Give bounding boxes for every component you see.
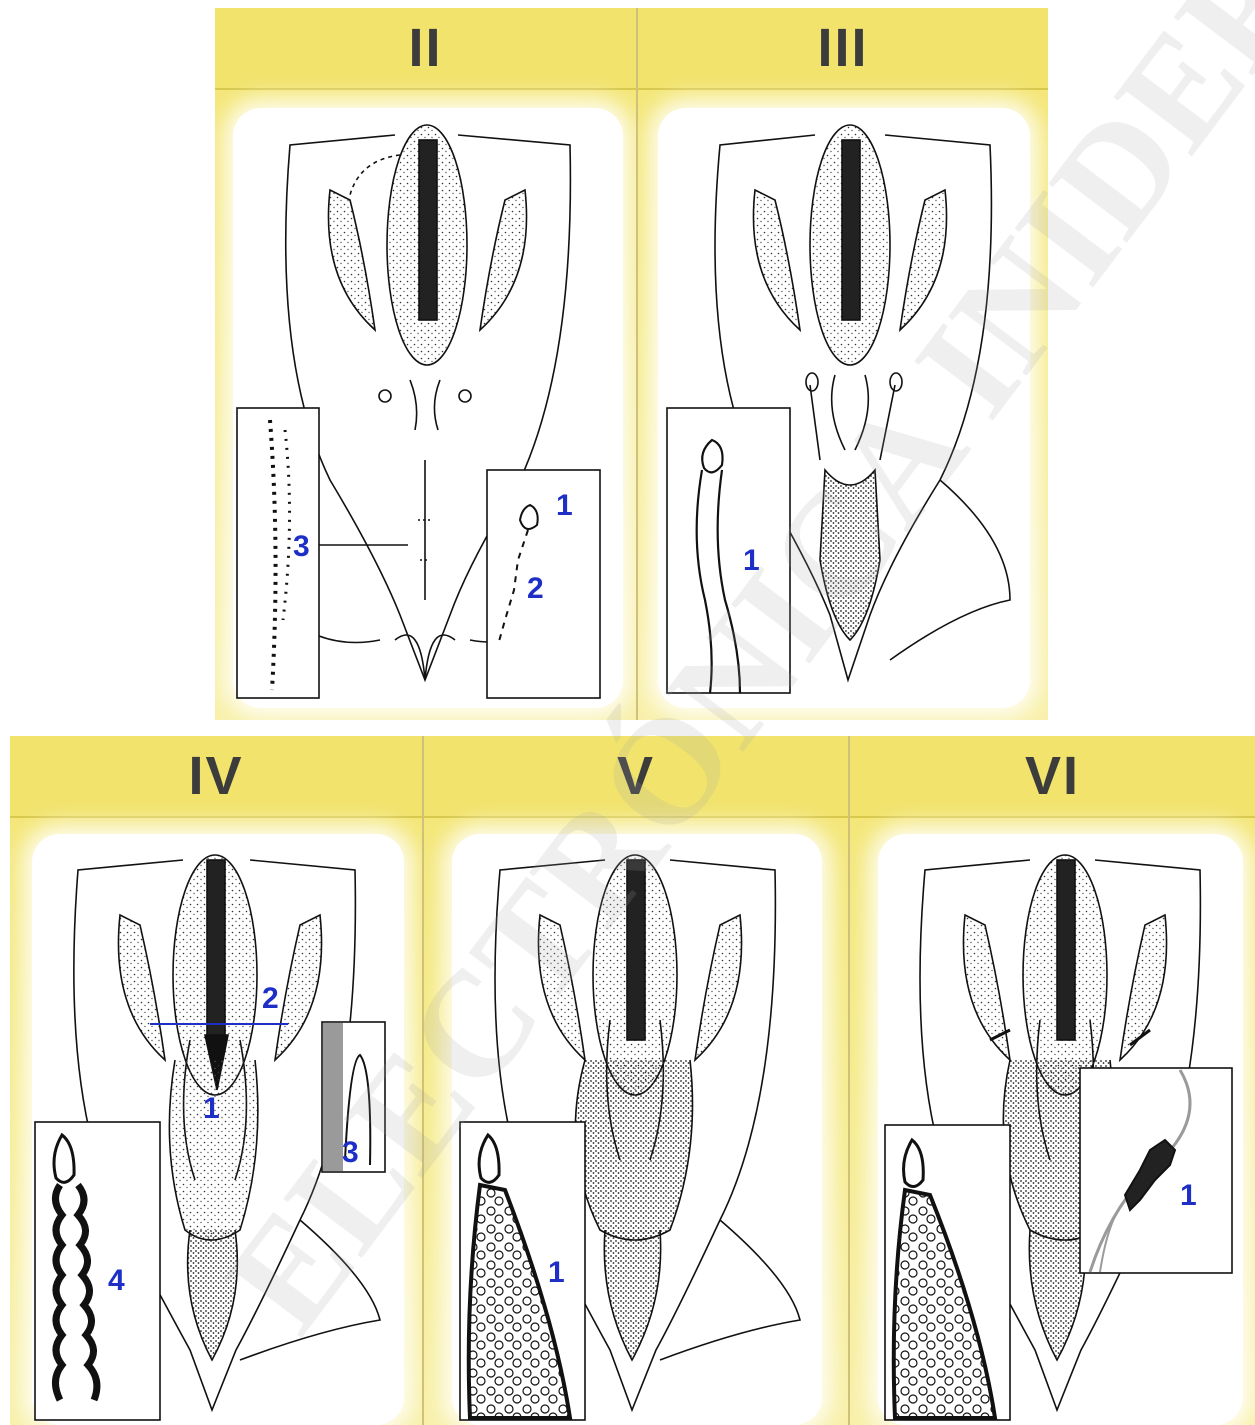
label-ii-1: 1 <box>556 489 573 522</box>
label-v-1: 1 <box>548 1256 565 1289</box>
label-vi-1: 1 <box>1180 1179 1197 1212</box>
label-iv-2: 2 <box>262 982 279 1015</box>
label-iv-1: 1 <box>203 1092 220 1125</box>
label-iv-4: 4 <box>108 1264 125 1297</box>
label-ii-2: 2 <box>527 572 544 605</box>
label-ii-3: 3 <box>293 530 310 563</box>
